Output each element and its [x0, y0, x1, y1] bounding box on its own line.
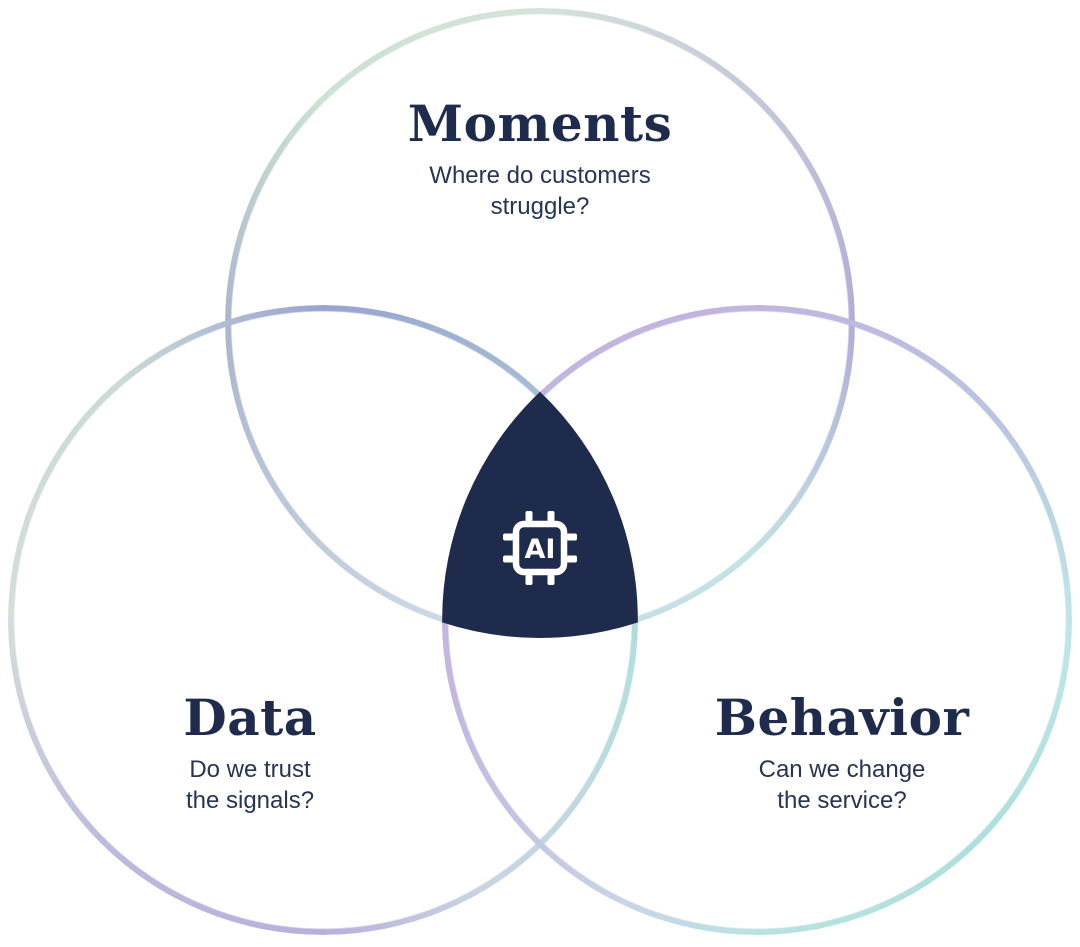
- question-line: struggle?: [490, 193, 590, 220]
- label-moments: Moments Where do customers struggle?: [408, 96, 673, 222]
- circle-question-behavior: Can we change the service?: [715, 754, 970, 816]
- question-line: the signals?: [185, 787, 315, 814]
- circle-title-moments: Moments: [407, 94, 673, 153]
- question-line: Can we change: [758, 756, 926, 783]
- circle-question-moments: Where do customers struggle?: [408, 160, 673, 222]
- label-behavior: Behavior Can we change the service?: [715, 690, 970, 816]
- circle-question-data: Do we trust the signals?: [183, 754, 316, 816]
- question-line: the service?: [777, 787, 907, 814]
- question-line: Where do customers: [429, 162, 651, 189]
- circle-title-behavior: Behavior: [714, 688, 970, 747]
- circle-title-data: Data: [183, 688, 317, 747]
- circle-behavior: [442, 305, 1072, 935]
- label-data: Data Do we trust the signals?: [183, 690, 316, 816]
- question-line: Do we trust: [189, 756, 311, 783]
